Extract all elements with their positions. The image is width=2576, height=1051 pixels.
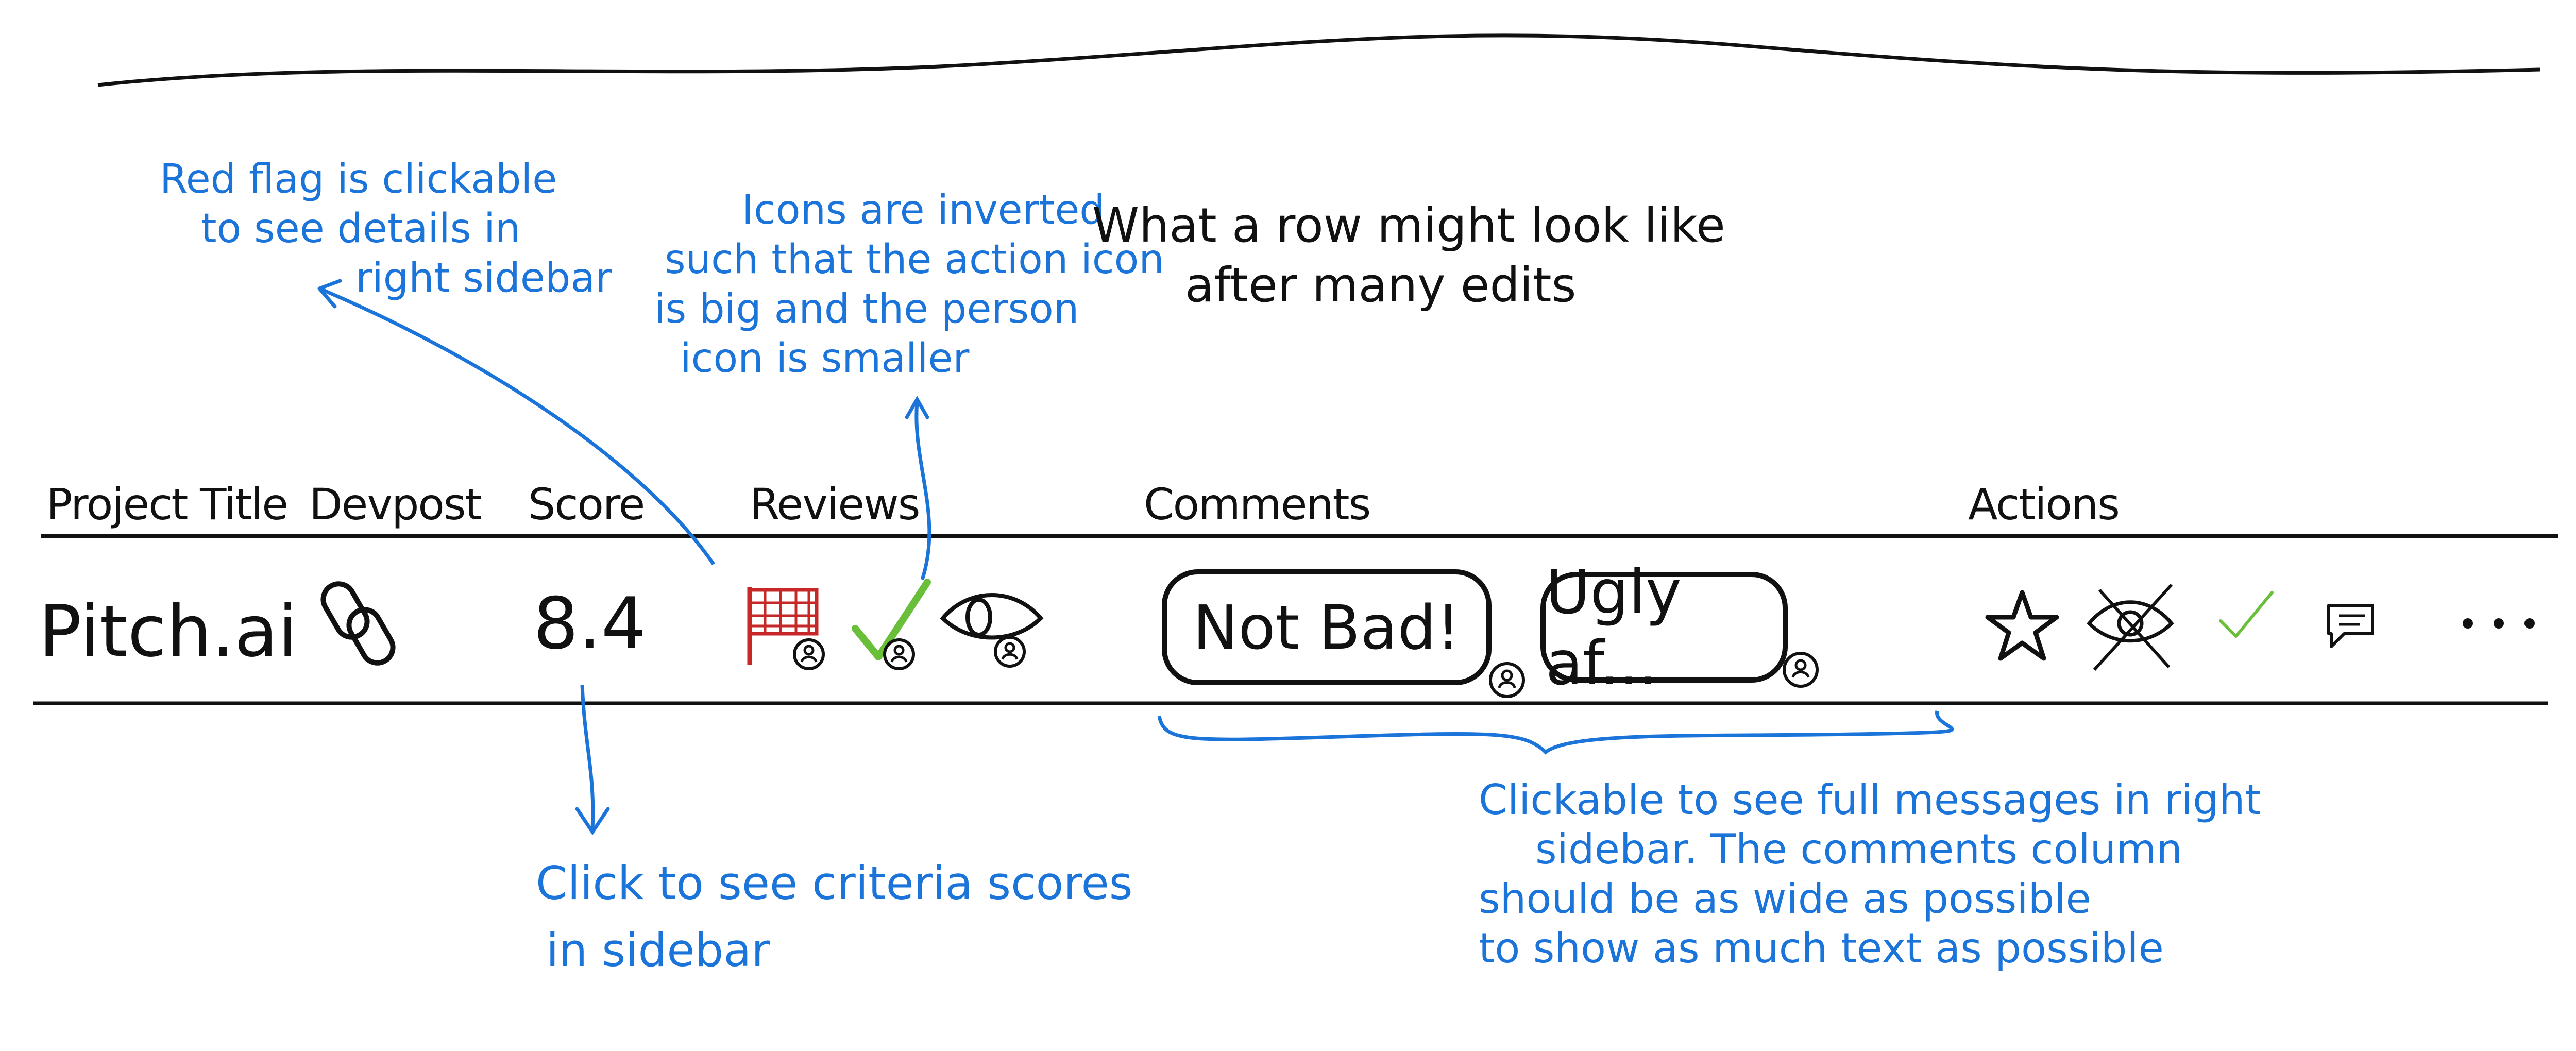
note-score-click: Click to see criteria scores in sidebar xyxy=(536,857,1133,977)
red-flag-icon[interactable] xyxy=(742,577,845,680)
comment-author-avatar-2 xyxy=(1783,652,1819,688)
checkmark-icon[interactable] xyxy=(850,572,943,675)
eye-icon[interactable] xyxy=(938,577,1051,680)
header-project-title: Project Title xyxy=(46,479,289,530)
comment-bubble-1[interactable]: Not Bad! xyxy=(1162,569,1492,685)
star-icon[interactable] xyxy=(1984,587,2061,665)
icons-arrow xyxy=(914,401,931,581)
note-red-flag: Red flag is clickable to see details in … xyxy=(160,156,612,301)
comment-icon[interactable] xyxy=(2324,598,2380,654)
comment-author-avatar-1 xyxy=(1489,662,1525,698)
flag-arrow xyxy=(318,286,715,565)
wavy-border xyxy=(97,33,2540,87)
header-reviews: Reviews xyxy=(750,479,920,530)
note-icons-inverted: Icons are inverted such that the action … xyxy=(654,187,1164,382)
comments-brace xyxy=(1157,710,1954,755)
score-cell[interactable]: 8.4 xyxy=(533,582,647,665)
comment-bubble-2[interactable]: Ugly af... xyxy=(1540,556,1788,699)
score-arrow xyxy=(580,685,595,830)
header-devpost: Devpost xyxy=(309,479,482,530)
note-comments-click: Clickable to see full messages in right … xyxy=(1479,776,2261,972)
header-score: Score xyxy=(528,479,645,530)
eye-slash-icon[interactable] xyxy=(2084,580,2177,672)
header-comments: Comments xyxy=(1144,479,1371,530)
note-row-caption: What a row might look like after many ed… xyxy=(1092,198,1725,313)
more-icon[interactable] xyxy=(2458,608,2540,639)
project-title-cell[interactable]: Pitch.ai xyxy=(39,590,298,673)
checkmark-icon[interactable] xyxy=(2215,585,2277,647)
header-actions: Actions xyxy=(1968,479,2120,530)
link-icon[interactable] xyxy=(309,572,412,675)
